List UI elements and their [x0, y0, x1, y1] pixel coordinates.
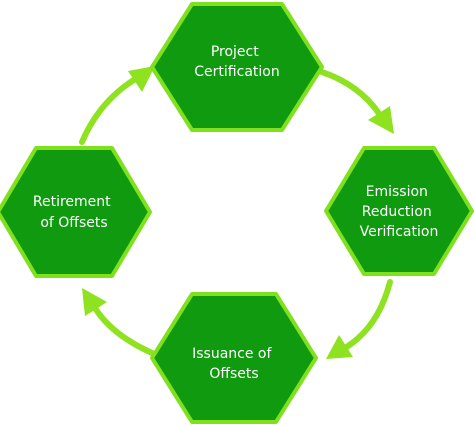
node-label-line: Retirement [33, 194, 111, 210]
node-label-line: Reduction [362, 204, 432, 220]
node-label-line: Certification [194, 64, 279, 80]
node-label-line: Emission [366, 184, 428, 200]
arrow-certification-to-verification [319, 69, 394, 134]
svg-text:Project Certification: Project Certification [194, 44, 279, 80]
node-label-line: Verification [360, 224, 439, 240]
node-emission-reduction-verification: Emission Reduction Verification [324, 146, 474, 276]
hexagon-emission-reduction-verification [324, 146, 474, 276]
svg-text:Retirement of Offsets: Retirement of Offsets [33, 194, 115, 231]
node-label-line: Project [211, 44, 259, 60]
node-project-certification: Project Certification [150, 2, 324, 132]
node-label-line: Offsets [209, 366, 258, 382]
node-label-line: of Offsets [40, 215, 107, 231]
hexagon-project-certification [150, 2, 324, 132]
node-label-line: Issuance of [192, 346, 272, 362]
arrow-retirement-to-certification [79, 66, 155, 145]
arrow-issuance-to-retirement [82, 288, 155, 356]
cycle-arrows [79, 66, 394, 359]
node-retirement-of-offsets: Retirement of Offsets [0, 146, 152, 278]
svg-text:Emission Reduction: Emission Reduction Verification [360, 184, 439, 240]
svg-text:Issuance of Offsets: Issuance of Offsets [192, 346, 276, 382]
node-issuance-of-offsets: Issuance of Offsets [150, 292, 318, 424]
hexagon-issuance-of-offsets [150, 292, 318, 424]
hexagon-retirement-of-offsets [0, 146, 152, 278]
arrow-verification-to-issuance [326, 279, 393, 359]
